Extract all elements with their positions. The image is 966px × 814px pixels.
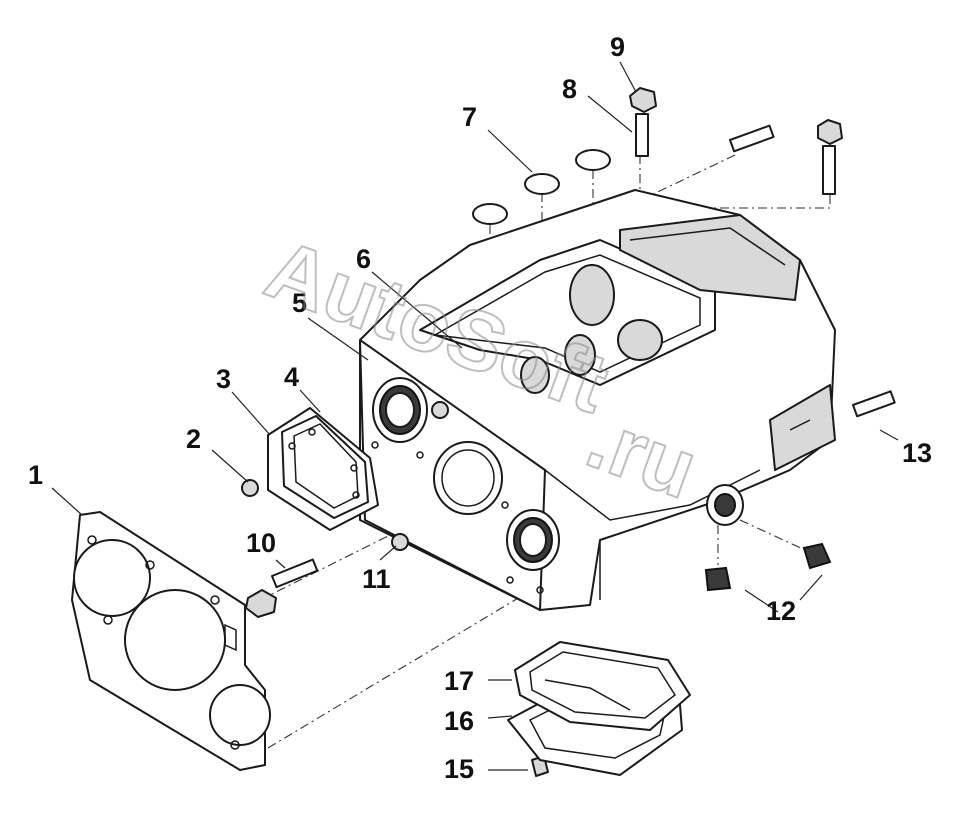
slanted-bolt bbox=[729, 124, 775, 153]
front-gasket-plate bbox=[71, 511, 271, 771]
callout-13: 13 bbox=[902, 438, 932, 468]
leader-lines bbox=[51, 61, 899, 771]
transmission-housing bbox=[359, 189, 836, 611]
callout-2: 2 bbox=[186, 424, 201, 454]
plug-12a bbox=[704, 566, 732, 592]
plug-12b bbox=[802, 542, 832, 570]
callout-8: 8 bbox=[562, 74, 577, 104]
callout-6: 6 bbox=[356, 244, 371, 274]
callout-labels: 1 2 3 4 5 6 7 8 9 10 11 12 13 15 16 17 bbox=[28, 32, 932, 784]
callout-1: 1 bbox=[28, 460, 43, 490]
bolt-13 bbox=[851, 390, 896, 418]
nut-2 bbox=[241, 479, 259, 497]
callout-7: 7 bbox=[462, 102, 477, 132]
bolt-10 bbox=[245, 558, 319, 618]
callout-17: 17 bbox=[444, 666, 474, 696]
cap-7b bbox=[524, 173, 560, 195]
callout-12: 12 bbox=[766, 596, 796, 626]
bottom-cover-and-gasket bbox=[507, 641, 691, 776]
cap-7c bbox=[575, 149, 611, 171]
side-cover-and-gasket bbox=[267, 407, 379, 531]
cap-7a bbox=[472, 203, 508, 225]
callout-16: 16 bbox=[444, 706, 474, 736]
callout-3: 3 bbox=[216, 364, 231, 394]
callout-15: 15 bbox=[444, 754, 474, 784]
fasteners bbox=[241, 87, 896, 777]
callout-9: 9 bbox=[610, 32, 625, 62]
stud-8-right bbox=[817, 119, 843, 195]
stud-8-left bbox=[629, 87, 657, 157]
callout-11: 11 bbox=[362, 564, 391, 594]
callout-5: 5 bbox=[292, 288, 307, 318]
callout-10: 10 bbox=[246, 528, 276, 558]
callout-4: 4 bbox=[284, 362, 299, 392]
